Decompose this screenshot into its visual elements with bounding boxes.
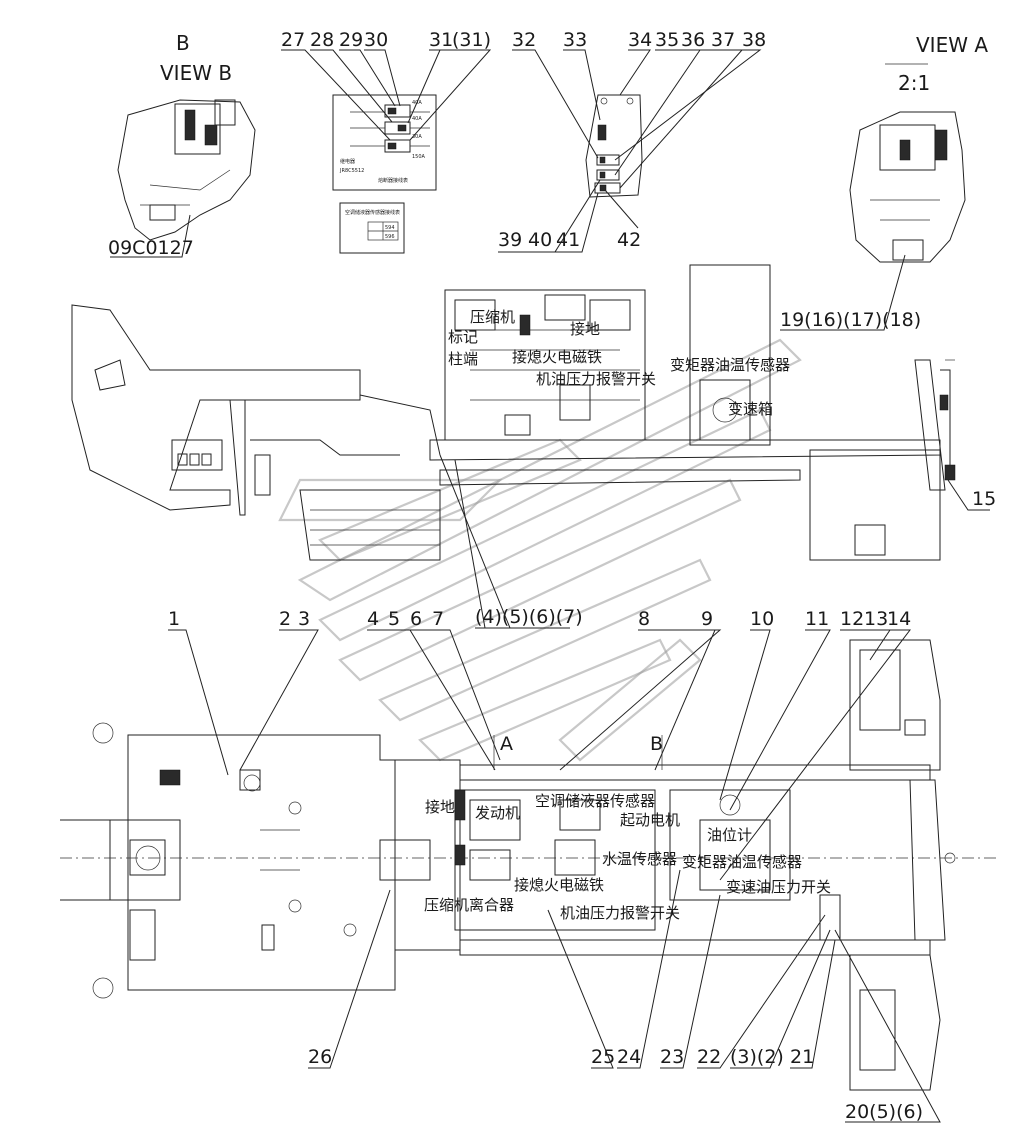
callout-29: 29	[339, 29, 363, 51]
callout-7: 7	[432, 608, 444, 630]
callout-41: 41	[556, 229, 580, 251]
callout-9: 9	[701, 608, 713, 630]
fuse-table-title: 熔断器接线表	[378, 177, 408, 184]
side-view: 压缩机 标记 接地 柱端 接熄火电磁铁 机油压力报警开关 变矩器油温传感器 变速…	[71, 264, 996, 629]
callout-20-group: 20(5)(6)	[845, 1101, 923, 1123]
callout-3: 3	[298, 608, 310, 630]
callout-22: 22	[697, 1046, 721, 1068]
callout-38: 38	[742, 29, 766, 51]
callout-36: 36	[681, 29, 705, 51]
callout-34: 34	[628, 29, 652, 51]
relay-part-code: JR8C5512	[339, 168, 364, 174]
label-starter-motor: 起动电机	[620, 811, 680, 829]
callout-10: 10	[750, 608, 774, 630]
callout-1: 1	[168, 608, 180, 630]
callout-side-group: (4)(5)(6)(7)	[475, 606, 583, 628]
label-oil-gauge: 油位计	[707, 826, 752, 844]
label-flameout: 接熄火电磁铁	[514, 876, 604, 894]
sensor-cell-2: 596	[385, 234, 395, 240]
callout-13: 13	[864, 608, 888, 630]
callout-12: 12	[840, 608, 864, 630]
callout-11: 11	[805, 608, 829, 630]
callout-14: 14	[887, 608, 911, 630]
callout-15: 15	[972, 488, 996, 510]
label-gear-pressure: 变速油压力开关	[726, 878, 831, 896]
label-torque-temp: 变矩器油温传感器	[682, 853, 802, 871]
label-water-temp: 水温传感器	[602, 850, 677, 868]
callout-27: 27	[281, 29, 305, 51]
label-torque-temp-top: 变矩器油温传感器	[670, 356, 790, 374]
view-b: B VIEW B 09C0127	[108, 31, 256, 259]
callout-42: 42	[617, 229, 641, 251]
callout-33: 33	[563, 29, 587, 51]
callout-31-alt: (31)	[452, 29, 491, 51]
callout-24: 24	[617, 1046, 641, 1068]
label-mark: 标记	[448, 328, 478, 346]
view-a-label: VIEW A	[916, 33, 988, 57]
sensor-cell-1: 594	[385, 225, 395, 231]
view-b-title: B	[176, 31, 190, 55]
relay-label: 继电器	[340, 158, 355, 165]
callout-4: 4	[367, 608, 379, 630]
label-compressor-top: 压缩机	[470, 308, 515, 326]
section-mark-a: A	[500, 733, 513, 755]
fuse-text-2: 40A	[412, 116, 422, 122]
callout-37: 37	[711, 29, 735, 51]
control-box-detail: 32 33 34 35 36 37 38 39 40 41 42	[498, 29, 766, 253]
label-ac-sensor: 空调储液器传感器	[535, 792, 655, 810]
callout-35: 35	[655, 29, 679, 51]
fuse-text-3: 30A	[412, 134, 422, 140]
view-b-label: VIEW B	[160, 61, 232, 85]
callout-3-2: (3)(2)	[730, 1046, 784, 1068]
callout-31: 31	[429, 29, 453, 51]
callout-30: 30	[364, 29, 388, 51]
label-ground-top: 接地	[570, 320, 600, 338]
relay-panel: 40A 40A 30A 150A 继电器 JR8C5512 熔断器接线表 空调储…	[332, 94, 437, 254]
callout-39: 39	[498, 229, 522, 251]
callout-21: 21	[790, 1046, 814, 1068]
callout-40: 40	[528, 229, 552, 251]
label-oil-pressure-top: 机油压力报警开关	[536, 370, 656, 388]
label-ground: 接地	[425, 798, 455, 816]
label-engine: 发动机	[475, 804, 520, 822]
label-flameout-top: 接熄火电磁铁	[512, 348, 602, 366]
callout-19-group: 19(16)(17)(18)	[780, 309, 921, 331]
view-a: VIEW A 2:1 19(16)(17)(18)	[780, 33, 988, 331]
label-gearbox: 变速箱	[728, 400, 773, 418]
label-oil-pressure: 机油压力报警开关	[560, 904, 680, 922]
callout-32: 32	[512, 29, 536, 51]
watermark-graphic	[278, 338, 802, 762]
callout-5: 5	[388, 608, 400, 630]
callouts-27-31: 27 28 29 30 31 (31)	[281, 29, 492, 141]
callout-view-b-part: 09C0127	[108, 237, 194, 259]
label-terminal: 柱端	[448, 350, 478, 368]
callout-6: 6	[410, 608, 422, 630]
fuse-text-4: 150A	[412, 154, 426, 160]
section-mark-b: B	[650, 733, 663, 755]
callout-23: 23	[660, 1046, 684, 1068]
plan-view: A B 接地 发动机 空调储液器传感器 起动电机 油位计 水温传感器 变矩器油温…	[60, 608, 1000, 1123]
callout-2: 2	[279, 608, 291, 630]
callout-25: 25	[591, 1046, 615, 1068]
callout-26: 26	[308, 1046, 332, 1068]
callout-8: 8	[638, 608, 650, 630]
callout-28: 28	[310, 29, 334, 51]
view-a-scale: 2:1	[898, 71, 930, 95]
label-compressor-clutch: 压缩机离合器	[424, 896, 514, 914]
sensor-table-title: 空调储液器传感器接线表	[345, 209, 400, 216]
